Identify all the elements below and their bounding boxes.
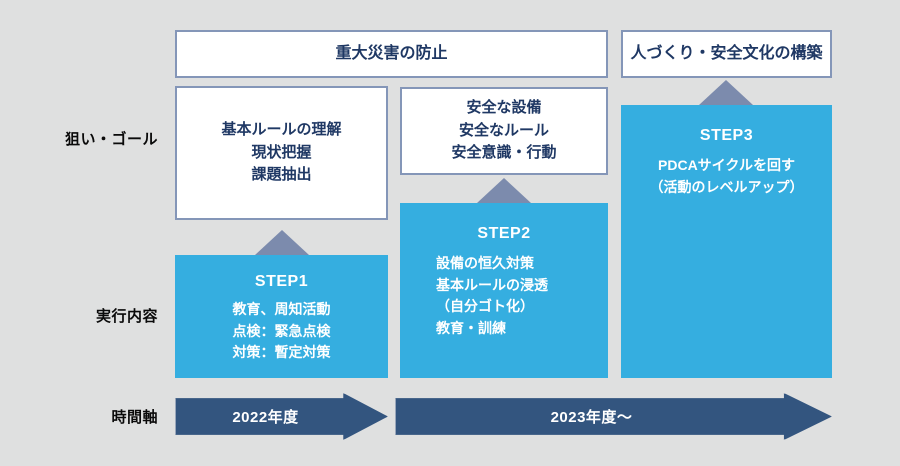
goal-step1-line-2: 現状把握 — [251, 143, 312, 161]
step3-body: PDCAサイクルを回す （活動のレベルアップ） — [621, 155, 832, 198]
banner-major-disaster-prevention: 重大災害の防止 — [175, 30, 608, 78]
up-arrow-icon-step2 — [477, 178, 531, 203]
step1-line-3: 対策：暫定対策 — [232, 344, 331, 361]
timeline-arrow-2022: 2022年度 — [175, 393, 388, 440]
step-box-step1: STEP1 教育、周知活動 点検：緊急点検 対策：暫定対策 — [175, 255, 388, 378]
step2-line-1: 設備の恒久対策 — [436, 255, 534, 271]
step2-line-3: （自分ゴト化） — [436, 298, 534, 315]
goal-step2-line-3: 安全意識・行動 — [451, 144, 557, 162]
timeline-2022-label: 2022年度 — [232, 409, 299, 426]
goal-step1-line-3: 課題抽出 — [251, 166, 312, 184]
step-box-step2: STEP2 設備の恒久対策 基本ルールの浸透 （自分ゴト化） 教育・訓練 — [400, 203, 608, 378]
goal-box-step2: 安全な設備 安全なルール 安全意識・行動 — [400, 87, 608, 175]
step1-body: 教育、周知活動 点検：緊急点検 対策：暫定対策 — [175, 299, 388, 364]
up-arrow-icon-step1 — [255, 230, 309, 255]
goal-box-step1: 基本ルールの理解 現状把握 課題抽出 — [175, 86, 388, 220]
row-label-goal: 狙い・ゴール — [64, 131, 158, 148]
banner-people-safety-culture: 人づくり・安全文化の構築 — [621, 30, 832, 78]
step2-line-4: 教育・訓練 — [436, 320, 506, 337]
goal-step1-line-1: 基本ルールの理解 — [221, 121, 342, 139]
goal-step2-line-2: 安全なルール — [458, 121, 549, 139]
step2-line-2: 基本ルールの浸透 — [436, 276, 548, 293]
step1-line-1: 教育、周知活動 — [232, 301, 331, 317]
step2-title: STEP2 — [477, 225, 531, 242]
timeline-arrow-2023: 2023年度〜 — [395, 393, 832, 440]
row-label-timeline: 時間軸 — [111, 409, 158, 426]
banner-people-culture-text: 人づくり・安全文化の構築 — [630, 45, 823, 62]
step-box-step3: STEP3 PDCAサイクルを回す （活動のレベルアップ） — [621, 105, 832, 378]
banner-major-disaster-text: 重大災害の防止 — [335, 45, 448, 62]
goal-step2-line-1: 安全な設備 — [466, 99, 542, 117]
timeline-2023-label: 2023年度〜 — [550, 409, 633, 426]
step1-line-2: 点検：緊急点検 — [232, 322, 331, 339]
step2-body: 設備の恒久対策 基本ルールの浸透 （自分ゴト化） 教育・訓練 — [400, 253, 608, 340]
up-arrow-icon-step3 — [699, 80, 753, 105]
step3-title: STEP3 — [699, 127, 754, 144]
step3-line-1: PDCAサイクルを回す — [658, 157, 795, 173]
step3-line-2: （活動のレベルアップ） — [649, 178, 804, 195]
step1-title: STEP1 — [254, 273, 309, 290]
row-label-action: 実行内容 — [95, 308, 158, 325]
